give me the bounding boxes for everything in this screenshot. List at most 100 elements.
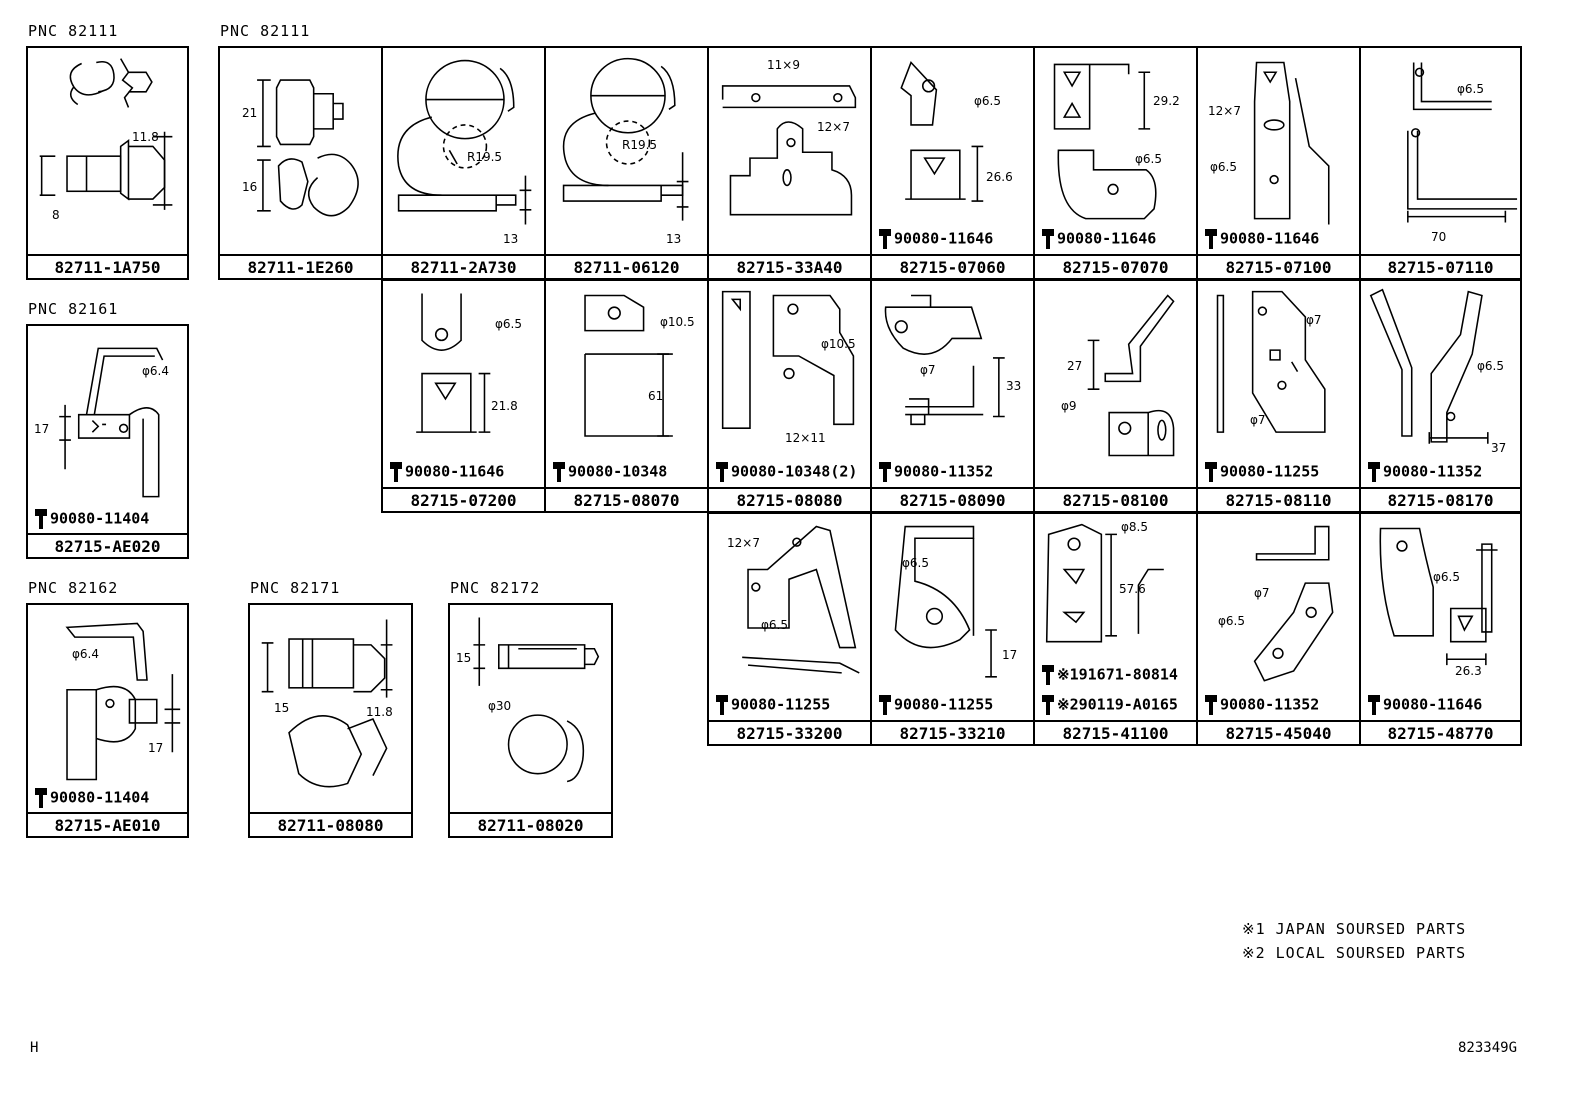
part-cell-23[interactable]: φ6.4 17 90080-11404 82715-AE010 <box>26 603 189 838</box>
part-cell-16[interactable]: φ6.5 37 90080-11352 82715-08170 <box>1359 279 1522 513</box>
bolt-icon <box>716 462 728 482</box>
bolt-icon <box>1205 695 1217 715</box>
corner-label-left: H <box>30 1040 39 1056</box>
part-cell-1[interactable]: 11.8 8 82711-1A750 <box>26 46 189 280</box>
part-number-label: 82715-AE020 <box>28 533 187 559</box>
dimension-label: 8 <box>52 208 60 222</box>
part-cell-17[interactable]: 12×7 φ6.5 90080-11255 82715-33200 <box>707 512 872 746</box>
bracket-drawing <box>721 85 857 216</box>
bolt-icon <box>553 462 565 482</box>
bracket-drawing <box>584 294 673 437</box>
part-cell-24[interactable]: 15 11.8 82711-08080 <box>248 603 413 838</box>
part-cell-8[interactable]: 12×7 φ6.5 90080-11646 82715-07100 <box>1196 46 1361 280</box>
bolt-part-number: 90080-11255 <box>1220 462 1320 481</box>
bracket-drawing <box>884 294 1005 426</box>
part-cell-5[interactable]: 11×9 12×7 82715-33A40 <box>707 46 872 280</box>
bolt-part-number: 90080-11352 <box>894 462 994 481</box>
bracket-drawing <box>1216 290 1326 433</box>
dimension-label: φ30 <box>488 699 512 713</box>
pnc-header-82162: PNC 82162 <box>28 579 119 597</box>
dimension-label: φ6.5 <box>1135 152 1162 166</box>
dimension-label: φ6.4 <box>72 647 99 661</box>
bolt-part-number: 90080-11646 <box>1383 695 1483 714</box>
dimension-label: 70 <box>1431 230 1447 244</box>
part-cell-7[interactable]: 29.2 φ6.5 90080-11646 82715-07070 <box>1033 46 1198 280</box>
dimension-label: 13 <box>503 232 519 246</box>
bolt-callout: 90080-11646 <box>387 461 504 483</box>
bolt-part-number: 90080-11404 <box>50 509 150 528</box>
part-cell-9[interactable]: φ6.5 70 82715-07110 <box>1359 46 1522 280</box>
bolt-part-number: 90080-10348 <box>568 462 668 481</box>
part-cell-21[interactable]: φ6.5 26.3 90080-11646 82715-48770 <box>1359 512 1522 746</box>
part-cell-2[interactable]: 21 16 82711-1E260 <box>218 46 383 280</box>
bolt-icon <box>1042 695 1054 715</box>
part-number-label: 82715-33210 <box>872 720 1033 746</box>
pnc-header-82161: PNC 82161 <box>28 300 119 318</box>
part-cell-12[interactable]: φ10.5 12×11 90080-10348(2) 82715-08080 <box>707 279 872 513</box>
part-cell-11[interactable]: φ10.5 61 90080-10348 82715-08070 <box>544 279 709 513</box>
pnc-header-82172: PNC 82172 <box>450 579 541 597</box>
clip-drawing <box>562 57 689 221</box>
part-number-label: 82715-07060 <box>872 254 1033 280</box>
part-cell-6[interactable]: φ6.5 26.6 90080-11646 82715-07060 <box>870 46 1035 280</box>
bolt-icon <box>879 695 891 715</box>
part-cell-19[interactable]: φ8.5 57.6 ※191671-80814 ※290119-A0165 82… <box>1033 512 1198 746</box>
bolt-icon <box>1042 229 1054 249</box>
dimension-label: 12×7 <box>1208 104 1241 118</box>
bolt-part-number: 90080-11646 <box>894 229 994 248</box>
dimension-label: R19.5 <box>622 138 658 152</box>
dimension-label: φ10.5 <box>660 315 695 329</box>
bolt-icon <box>1368 462 1380 482</box>
dimension-label: 26.6 <box>986 170 1013 184</box>
dimension-label: φ10.5 <box>821 337 856 351</box>
dimension-label: φ7 <box>1306 313 1322 327</box>
part-number-label: 82715-41100 <box>1035 720 1196 746</box>
dimension-label: 17 <box>148 741 164 755</box>
part-cell-22[interactable]: φ6.4 17 90080-11404 82715-AE020 <box>26 324 189 559</box>
dimension-label: 11.8 <box>366 705 393 719</box>
part-cell-25[interactable]: 15 φ30 82711-08020 <box>448 603 613 838</box>
bolt-callout: 90080-11646 <box>1202 228 1319 250</box>
dimension-label: 57.6 <box>1119 582 1146 596</box>
part-cell-20[interactable]: φ7 φ6.5 90080-11352 82715-45040 <box>1196 512 1361 746</box>
bolt-part-number: 90080-11404 <box>50 788 150 807</box>
bracket-drawing <box>900 61 984 202</box>
dimension-label: 11.8 <box>132 130 159 144</box>
bolt-part-number: 90080-11352 <box>1220 695 1320 714</box>
bolt-part-number: 90080-11255 <box>731 695 831 714</box>
bolt-icon <box>1042 665 1054 685</box>
diagram-id-label: 823349G <box>1458 1040 1518 1056</box>
dimension-label: 26.3 <box>1455 664 1482 678</box>
bracket-drawing <box>59 347 164 498</box>
bolt-callout: 90080-11255 <box>876 694 993 716</box>
part-number-label: 82711-08020 <box>450 812 611 838</box>
bracket-drawing <box>721 290 855 429</box>
part-cell-10[interactable]: φ6.5 21.8 90080-11646 82715-07200 <box>381 279 546 513</box>
dimension-label: φ6.5 <box>1433 570 1460 584</box>
bracket-drawing <box>1045 523 1164 643</box>
bolt-callout: ※191671-80814 <box>1039 664 1178 686</box>
bracket-drawing <box>1253 61 1330 225</box>
bracket-drawing <box>1087 294 1175 457</box>
note-japan-sourced: ※1 JAPAN SOURSED PARTS <box>1242 920 1467 938</box>
dimension-label: 15 <box>274 701 290 715</box>
part-cell-13[interactable]: φ7 33 90080-11352 82715-08090 <box>870 279 1035 513</box>
bolt-part-number: 90080-11646 <box>1220 229 1320 248</box>
bracket-drawing <box>416 293 491 433</box>
part-cell-14[interactable]: 27 φ9 82715-08100 <box>1033 279 1198 513</box>
bolt-callout: 90080-11352 <box>1365 461 1482 483</box>
bolt-icon <box>35 788 47 808</box>
part-cell-15[interactable]: φ7 φ7 90080-11255 82715-08110 <box>1196 279 1361 513</box>
part-number-label: 82715-AE010 <box>28 812 187 838</box>
part-number-label: 82715-08080 <box>709 487 870 513</box>
part-cell-4[interactable]: R19.5 13 82711-06120 <box>544 46 709 280</box>
bolt-part-number: ※191671-80814 <box>1057 665 1178 684</box>
part-number-label: 82715-48770 <box>1361 720 1520 746</box>
part-cell-3[interactable]: R19.5 13 82711-2A730 <box>381 46 546 280</box>
dimension-label: 12×7 <box>727 536 760 550</box>
part-cell-18[interactable]: φ6.5 17 90080-11255 82715-33210 <box>870 512 1035 746</box>
bolt-callout: 90080-11404 <box>32 508 149 530</box>
dimension-label: φ6.5 <box>902 556 929 570</box>
dimension-label: 16 <box>242 180 258 194</box>
dimension-label: 13 <box>666 232 682 246</box>
